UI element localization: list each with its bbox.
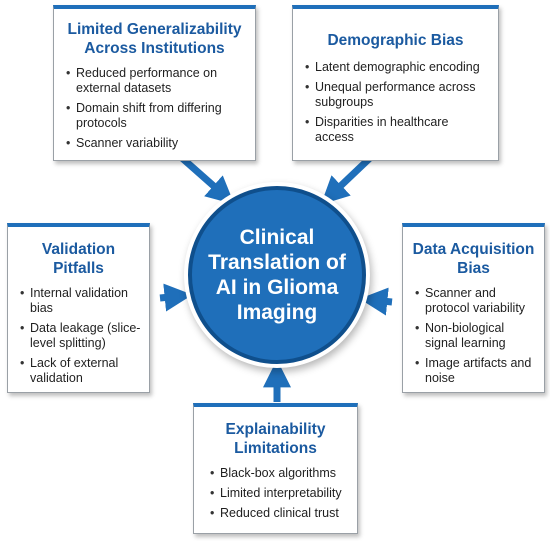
- list-item: Reduced performance on external datasets: [66, 66, 245, 96]
- list-item: Limited interpretability: [210, 486, 351, 501]
- center-circle: Clinical Translation of AI in Glioma Ima…: [188, 186, 366, 364]
- card-explainability-list: Black-box algorithms Limited interpretab…: [194, 466, 357, 521]
- arrow-from-acquisition: [359, 287, 393, 316]
- card-demographic-title: Demographic Bias: [327, 32, 464, 49]
- list-item: Black-box algorithms: [210, 466, 351, 481]
- card-generalizability: Limited Generalizability Across Institut…: [53, 5, 256, 161]
- card-acquisition-list: Scanner and protocol variability Non-bio…: [403, 286, 544, 386]
- arrow-from-generalizability: [179, 155, 235, 205]
- card-acquisition-title: Data Acquisition Bias: [412, 241, 535, 277]
- card-acquisition: Data Acquisition Bias Scanner and protoc…: [402, 223, 545, 393]
- list-item: Scanner variability: [66, 136, 245, 151]
- arrow-from-validation: [159, 283, 193, 312]
- card-validation: Validation Pitfalls Internal validation …: [7, 223, 150, 393]
- list-item: Data leakage (slice-level splitting): [20, 321, 143, 351]
- card-demographic: Demographic Bias Latent demographic enco…: [292, 5, 499, 161]
- list-item: Domain shift from differing protocols: [66, 101, 245, 131]
- list-item: Image artifacts and noise: [415, 356, 538, 386]
- card-explainability: Explainability Limitations Black-box alg…: [193, 403, 358, 534]
- list-item: Reduced clinical trust: [210, 506, 351, 521]
- list-item: Internal validation bias: [20, 286, 143, 316]
- list-item: Unequal performance across subgroups: [305, 80, 488, 110]
- list-item: Disparities in healthcare access: [305, 115, 488, 145]
- arrow-from-demographic: [320, 155, 373, 205]
- card-generalizability-list: Reduced performance on external datasets…: [54, 66, 255, 151]
- list-item: Scanner and protocol variability: [415, 286, 538, 316]
- card-generalizability-title: Limited Generalizability Across Institut…: [67, 21, 242, 57]
- card-demographic-list: Latent demographic encoding Unequal perf…: [293, 60, 498, 145]
- list-item: Lack of external validation: [20, 356, 143, 386]
- card-validation-title: Validation Pitfalls: [41, 241, 116, 277]
- card-explainability-title: Explainability Limitations: [225, 421, 326, 457]
- list-item: Non-biological signal learning: [415, 321, 538, 351]
- list-item: Latent demographic encoding: [305, 60, 488, 75]
- card-validation-list: Internal validation bias Data leakage (s…: [8, 286, 149, 386]
- center-title: Clinical Translation of AI in Glioma Ima…: [208, 226, 346, 324]
